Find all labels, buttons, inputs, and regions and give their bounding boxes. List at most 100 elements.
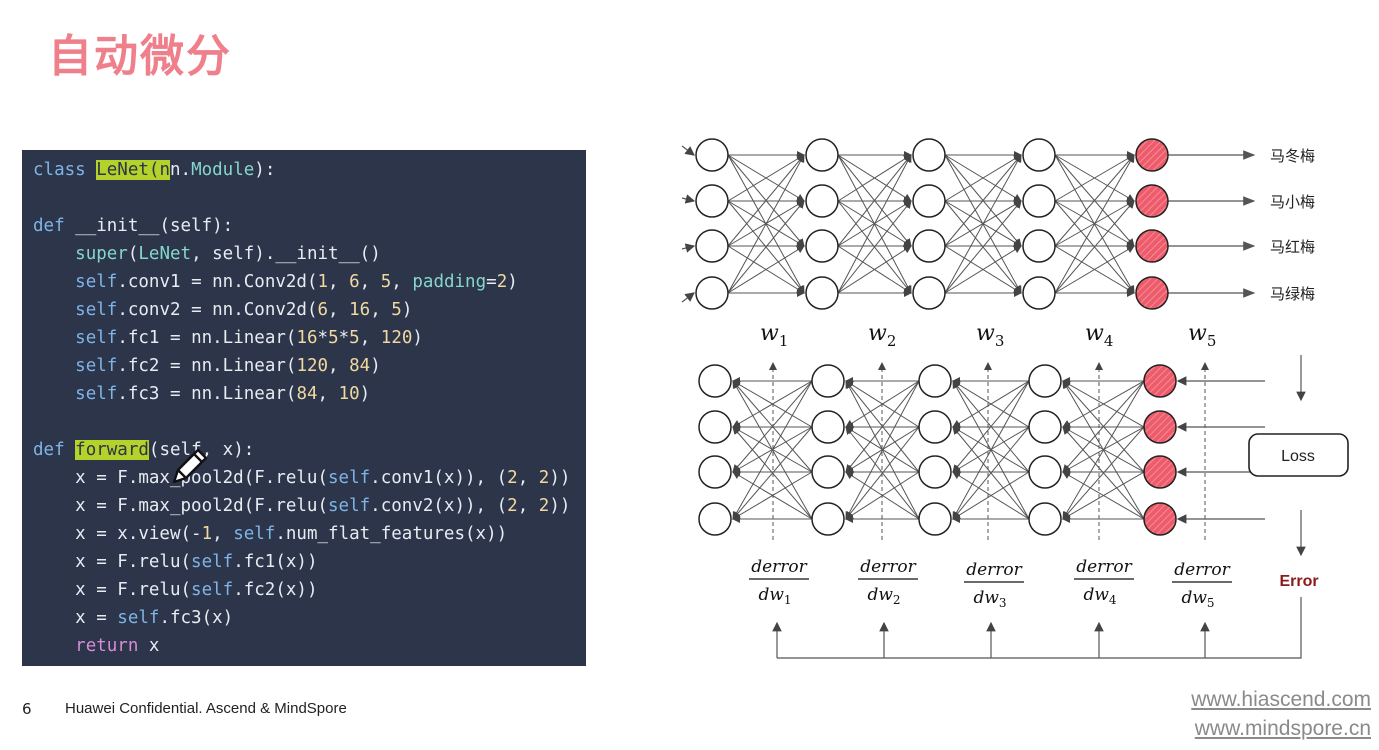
backward-edge xyxy=(732,380,813,520)
gradient-numerator: derror xyxy=(860,557,916,577)
backward-edge xyxy=(1062,380,1145,428)
gradient-denominator: dw2 xyxy=(867,585,900,607)
backward-edge xyxy=(1062,471,1145,520)
output-node xyxy=(1143,364,1177,398)
error-label: Error xyxy=(1279,573,1318,590)
forward-edge xyxy=(837,154,912,294)
code-line-4: super(LeNet, self).__init__() xyxy=(75,244,381,264)
code-line-13: x = F.max_pool2d(F.relu(self.conv2(x)), … xyxy=(33,496,571,516)
gradient-denominator: dw1 xyxy=(758,585,791,607)
forward-edge xyxy=(837,154,912,247)
neuron-node xyxy=(1028,455,1062,489)
code-line-17: x = self.fc3(x) xyxy=(33,608,234,628)
neuron-node xyxy=(1028,502,1062,536)
gradient-denominator: dw3 xyxy=(973,588,1006,610)
neuron-node xyxy=(912,138,946,172)
neuron-node xyxy=(805,184,839,218)
neuron-node xyxy=(918,410,952,444)
neuron-node xyxy=(805,229,839,263)
code-line-2 xyxy=(33,184,586,212)
backward-edge xyxy=(952,426,1030,520)
output-label: 马冬梅 xyxy=(1270,147,1315,165)
forward-edge xyxy=(727,245,805,294)
url-hiascend[interactable]: www.hiascend.com xyxy=(1191,688,1371,711)
output-node xyxy=(1143,455,1177,489)
gradient-denominator: dw5 xyxy=(1181,588,1214,610)
code-line-8: self.fc2 = nn.Linear(120, 84) xyxy=(75,356,381,376)
output-node xyxy=(1143,502,1177,536)
code-line-6: self.conv2 = nn.Conv2d(6, 16, 5) xyxy=(75,300,413,320)
neuron-node xyxy=(1022,229,1056,263)
neuron-node xyxy=(698,455,732,489)
forward-edge xyxy=(944,245,1022,294)
forward-edge xyxy=(727,154,805,202)
input-arrow xyxy=(681,145,695,156)
neuron-node xyxy=(918,455,952,489)
slide-title: 自动微分 xyxy=(48,31,232,82)
output-label: 马红梅 xyxy=(1270,238,1315,256)
forward-edge xyxy=(944,200,1022,294)
neuron-node xyxy=(1022,276,1056,310)
forward-edge xyxy=(727,154,805,247)
backward-edge xyxy=(845,380,920,520)
forward-edge xyxy=(1054,154,1135,294)
neuron-node xyxy=(1028,410,1062,444)
weight-label: w3 xyxy=(976,321,1004,350)
weight-label: w4 xyxy=(1085,321,1113,350)
neuron-node xyxy=(811,364,845,398)
output-node xyxy=(1143,410,1177,444)
gradient-numerator: derror xyxy=(966,560,1022,580)
backward-edge xyxy=(1062,426,1145,520)
code-line-11: def forward(self, x): xyxy=(33,440,255,460)
neuron-node xyxy=(912,276,946,310)
code-panel: class LeNet(nn.Module): def __init__(sel… xyxy=(22,150,586,666)
input-arrow xyxy=(681,194,696,204)
neuron-node xyxy=(912,229,946,263)
neuron-node xyxy=(695,184,729,218)
weight-label: w1 xyxy=(760,321,788,350)
backward-edge xyxy=(1062,380,1145,520)
forward-edge xyxy=(837,245,912,294)
gradient-numerator: derror xyxy=(1076,557,1132,577)
backward-edge xyxy=(952,471,1030,520)
code-line-15: x = F.relu(self.fc1(x)) xyxy=(33,552,318,572)
code-line-1: class LeNet(nn.Module): xyxy=(33,160,276,180)
gradient-numerator: derror xyxy=(751,557,807,577)
neuron-node xyxy=(1022,138,1056,172)
forward-edge xyxy=(1054,154,1135,202)
forward-edge xyxy=(727,200,805,294)
page-number: 6 xyxy=(22,700,32,718)
code-line-5: self.conv1 = nn.Conv2d(1, 6, 5, padding=… xyxy=(75,272,518,292)
code-line-16: x = F.relu(self.fc2(x)) xyxy=(33,580,318,600)
footer-text: Huawei Confidential. Ascend & MindSpore xyxy=(65,700,347,717)
code-line-12: x = F.max_pool2d(F.relu(self.conv1(x)), … xyxy=(75,468,571,488)
code-line-10 xyxy=(33,408,586,436)
backward-edge xyxy=(1062,380,1145,473)
neuron-node xyxy=(918,364,952,398)
loss-label: Loss xyxy=(1281,448,1315,465)
neuron-node xyxy=(805,138,839,172)
input-arrow xyxy=(681,292,695,303)
forward-network-edges xyxy=(681,145,1256,303)
url-mindspore[interactable]: www.mindspore.cn xyxy=(1194,717,1371,740)
gradient-numerator: derror xyxy=(1174,560,1230,580)
code-line-3: def __init__(self): xyxy=(33,216,234,236)
neuron-node xyxy=(698,502,732,536)
forward-edge xyxy=(1054,245,1135,294)
forward-edge xyxy=(944,154,1022,202)
forward-edge xyxy=(837,200,912,294)
neuron-node xyxy=(1022,184,1056,218)
output-node xyxy=(1135,229,1169,263)
neuron-node xyxy=(698,410,732,444)
weight-label: w2 xyxy=(868,321,896,350)
code-line-14: x = x.view(-1, self.num_flat_features(x)… xyxy=(33,524,508,544)
neuron-node xyxy=(698,364,732,398)
pencil-cursor-icon xyxy=(172,448,208,484)
output-label: 马小梅 xyxy=(1270,193,1315,211)
backward-edge xyxy=(952,380,1030,520)
neuron-node xyxy=(695,229,729,263)
input-arrow xyxy=(681,243,696,253)
loss-box xyxy=(1248,433,1349,477)
output-node xyxy=(1135,184,1169,218)
